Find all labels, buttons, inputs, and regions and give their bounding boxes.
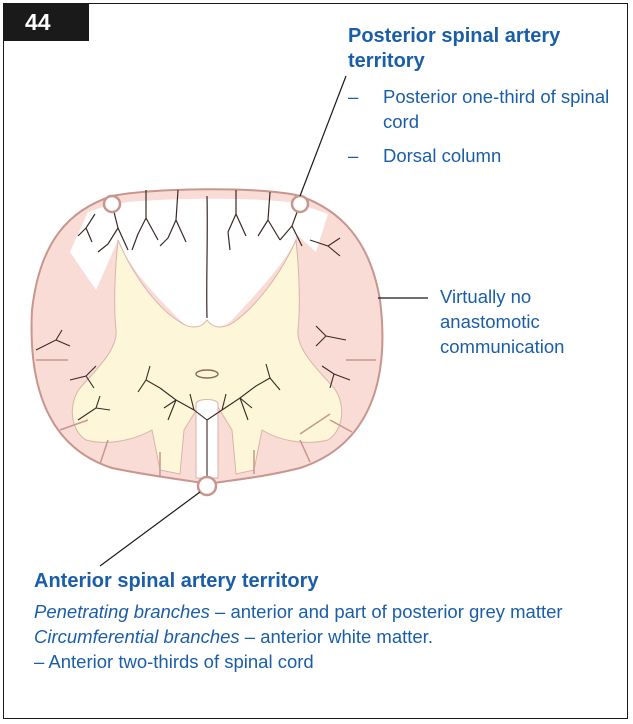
posterior-artery-left	[104, 196, 120, 212]
anterior-summary: – Anterior two-thirds of spinal cord	[34, 649, 619, 674]
posterior-leader-line	[300, 76, 346, 196]
posterior-item-dorsal-column: Dorsal column	[383, 143, 501, 168]
posterior-median-septum	[207, 196, 208, 318]
penetrating-desc: – anterior and part of posterior grey ma…	[210, 601, 563, 622]
posterior-territory-title: Posterior spinal artery territory	[348, 24, 608, 74]
posterior-item-one-third: Posterior one-third of spinal cord	[383, 84, 613, 134]
anterior-spinal-artery	[198, 477, 216, 495]
anterior-leader-line	[100, 492, 200, 566]
anastomosis-label: Virtually no anastomotic communication	[440, 284, 610, 359]
circumferential-branches-line: Circumferential branches – anterior whit…	[34, 624, 619, 649]
circumferential-desc: – anterior white matter.	[240, 626, 433, 647]
penetrating-branches-line: Penetrating branches – anterior and part…	[34, 599, 619, 624]
posterior-artery-right	[292, 196, 308, 212]
anterior-territory-description: Penetrating branches – anterior and part…	[34, 599, 619, 674]
circumferential-term: Circumferential branches	[34, 626, 240, 647]
posterior-item-dash: –	[348, 143, 358, 168]
anterior-territory-title: Anterior spinal artery territory	[34, 570, 319, 593]
posterior-item-dash: –	[348, 84, 358, 109]
penetrating-term: Penetrating branches	[34, 601, 210, 622]
